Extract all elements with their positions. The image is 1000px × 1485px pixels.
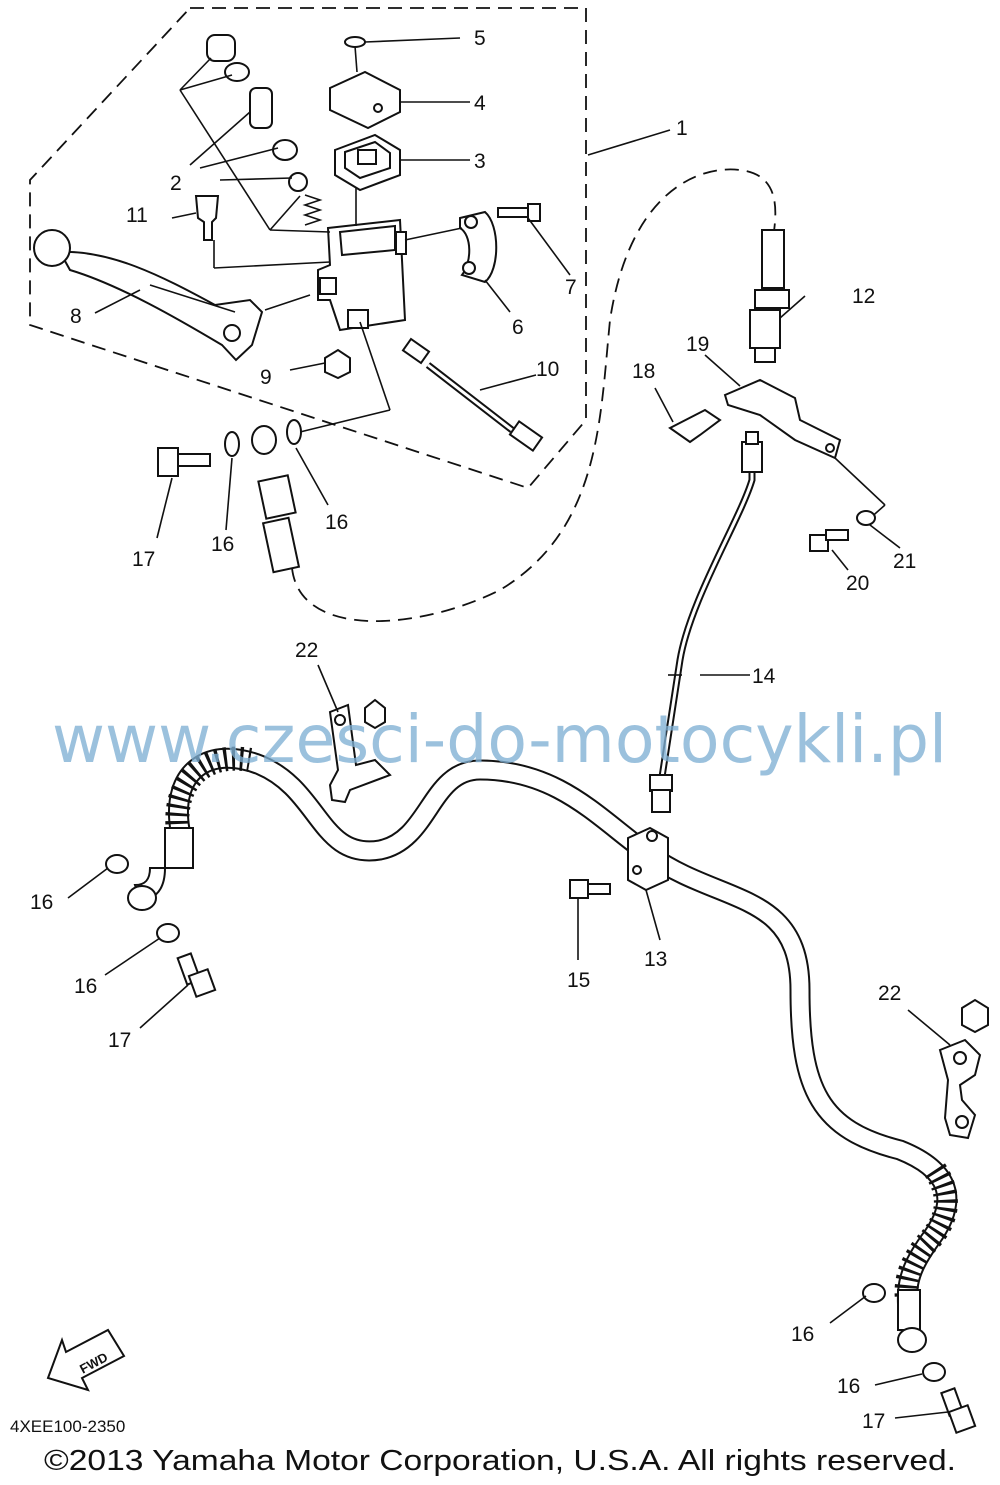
upper-banjo-bolt: [157, 447, 211, 477]
lower-left-washer-b: [156, 923, 180, 943]
bracket-bolt: [809, 529, 849, 552]
leader-lines: [94, 37, 671, 433]
callout-20: 20: [846, 572, 869, 595]
callout-22-left: 22: [295, 639, 318, 662]
hose-holder-bracket: [723, 378, 842, 460]
hose-clamp-left: [328, 703, 392, 804]
piston-kit: [206, 34, 323, 226]
joint-bolt: [569, 879, 611, 899]
reservoir-cap: [329, 70, 401, 130]
lower-right-washer-a: [862, 1283, 886, 1303]
lower-left-hose-end: [127, 827, 194, 911]
leader-22-right: [907, 1009, 951, 1046]
lower-left-banjo-bolt: [176, 952, 217, 999]
lower-hose-coil-right: [894, 1163, 958, 1302]
leader-13: [645, 889, 661, 941]
clamp-nut-right: [961, 998, 989, 1034]
cap-screw: [344, 36, 366, 73]
callout-5: 5: [474, 27, 486, 50]
lower-right-hose-end: [897, 1289, 927, 1353]
lower-left-washer-a: [105, 854, 129, 874]
callout-17-right: 17: [862, 1410, 885, 1433]
upper-washer-b: [286, 419, 302, 445]
callout-18: 18: [632, 360, 655, 383]
brake-pipe-inner: [658, 470, 754, 791]
handlebar-holder: [459, 210, 498, 284]
callout-9: 9: [260, 366, 272, 389]
forward-arrow-icon: FWD: [46, 1328, 126, 1392]
upper-hose-route: [291, 168, 777, 623]
diagram-code: 4XEE100-2350: [10, 1417, 125, 1436]
callout-11: 11: [126, 204, 148, 227]
copyright-notice: ©2013 Yamaha Motor Corporation, U.S.A. A…: [44, 1445, 956, 1477]
holder-bolt: [497, 203, 541, 222]
hose-guide: [668, 408, 722, 444]
lower-leader-lines: [67, 295, 949, 1419]
callout-3: 3: [474, 150, 486, 173]
callout-7: 7: [565, 276, 577, 299]
callout-17-upper: 17: [132, 548, 155, 571]
brake-pipe-bottom-fitting: [649, 774, 673, 813]
callout-16-right-b: 16: [837, 1375, 860, 1398]
master-cylinder-body: [317, 218, 407, 332]
lower-right-banjo-bolt: [940, 1387, 977, 1435]
upper-hose-fitting: [251, 425, 301, 574]
callout-14: 14: [752, 665, 776, 688]
upper-hose-top-fitting: [749, 229, 790, 363]
pivot-bolt: [194, 195, 220, 241]
callout-16-upper-b: 16: [325, 511, 348, 534]
clamp-nut-left: [364, 698, 386, 730]
callout-16-right-a: 16: [791, 1323, 814, 1346]
callout-19: 19: [686, 333, 709, 356]
lower-hose-body: [170, 749, 956, 1332]
lower-right-washer-b: [922, 1362, 946, 1382]
callout-16-upper-a: 16: [211, 533, 234, 556]
leader-22-left: [317, 664, 339, 713]
callout-13: 13: [644, 948, 667, 971]
callout-16-left-a: 16: [30, 891, 53, 914]
callout-17-left: 17: [108, 1029, 131, 1052]
callout-10: 10: [536, 358, 559, 381]
callout-12: 12: [852, 285, 875, 308]
brake-switch: [401, 337, 544, 452]
callout-2: 2: [170, 172, 182, 195]
upper-washer-a: [224, 431, 240, 457]
leader-21: [834, 457, 886, 506]
assembly-boundary: [29, 7, 587, 490]
brake-lever: [33, 229, 264, 362]
callout-4: 4: [474, 92, 486, 115]
callout-8: 8: [70, 305, 82, 328]
lower-hose-coil-left: [165, 746, 253, 834]
callout-16-left-b: 16: [74, 975, 97, 998]
callout-22-right: 22: [878, 982, 901, 1005]
hose-clamp-right: [938, 1038, 982, 1140]
callout-21: 21: [893, 550, 916, 573]
bracket-washer: [856, 510, 876, 526]
callout-1: 1: [676, 117, 688, 140]
lever-nut: [324, 348, 351, 380]
callout-15: 15: [567, 969, 590, 992]
brake-pipe-top-fitting: [741, 431, 763, 473]
watermark: www.czesci-do-motocykli.pl: [52, 701, 947, 778]
callout-labels: 1 2 3 4 5 6 7 8 9 10 11 12 13 14 15 16 1…: [30, 27, 916, 1433]
diaphragm: [334, 133, 401, 192]
callout-6: 6: [512, 316, 524, 339]
lower-hose-border: [168, 747, 958, 1332]
hose-joint: [627, 826, 669, 892]
